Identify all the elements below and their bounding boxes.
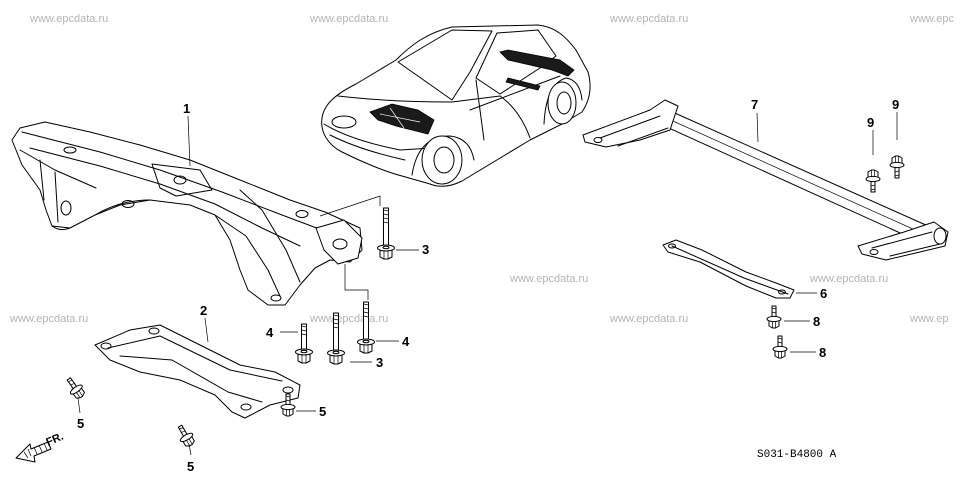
bolt-part-3 [377, 207, 395, 260]
stiffener-hole [148, 327, 160, 335]
stiffener-outline [94, 324, 301, 419]
subframe-mount-hole [173, 175, 187, 185]
callout-part-9: 9 [867, 115, 874, 130]
watermark: www.epcdata.ru [809, 273, 888, 285]
watermark: www.epcdata.ru [509, 273, 588, 285]
front-direction-arrow: FR. [15, 431, 65, 463]
callout-part-6: 6 [820, 286, 827, 301]
callout-part-5: 5 [77, 416, 84, 431]
callout-part-5: 5 [187, 459, 194, 474]
car-windshield [397, 29, 493, 101]
rear-bar-tube [659, 109, 929, 243]
subframe-mount-hole [295, 210, 309, 218]
front-label: FR. [44, 431, 65, 449]
callout-part-3: 3 [376, 355, 383, 370]
watermark: www.epcdata.ru [9, 313, 88, 325]
rear-bar-hole [593, 137, 603, 143]
rear-bar-left-bracket [582, 99, 679, 148]
watermark: www.epcdata.ru [309, 13, 388, 25]
watermark: www.epcdata.ru [309, 313, 388, 325]
callout-part-9: 9 [892, 97, 899, 112]
car-reference-illustration [321, 24, 591, 187]
bolt-part-8 [766, 305, 782, 329]
callout-numbers: 1 2 3 3 4 4 5 5 5 6 7 8 8 9 9 [77, 97, 899, 474]
front-arrow-icon [15, 441, 52, 463]
subframe-beam-edge [21, 131, 323, 231]
car-headlight [331, 115, 357, 129]
subframe-mount-hole [63, 146, 77, 154]
bolt-part-5 [62, 374, 88, 402]
stiffener-hole [100, 342, 112, 350]
bolt-part-8 [772, 335, 788, 359]
car-body-outline [321, 24, 591, 187]
rail-hole [778, 289, 786, 295]
diagram-code: S031-B4800 A [757, 449, 837, 461]
car-rear-wheel-hub [556, 91, 572, 115]
callout-part-7: 7 [751, 97, 758, 112]
subframe-left-tower [19, 149, 97, 223]
car-rear-wheel-arch [543, 77, 583, 125]
rear-bar-right-bracket [857, 221, 949, 261]
watermark: www.epcdata.ru [609, 313, 688, 325]
rear-bar-hole [869, 249, 879, 255]
callout-part-3: 3 [422, 242, 429, 257]
rear-rail-part-6 [662, 239, 795, 299]
callout-leaders [77, 112, 898, 456]
subframe-mount-hole [332, 238, 348, 250]
callout-part-5: 5 [319, 404, 326, 419]
bolt-part-4 [295, 323, 313, 364]
bolt-part-9 [889, 155, 905, 179]
stiffener-hole [282, 386, 294, 394]
car-side-window [475, 29, 557, 95]
stiffener-rib [119, 355, 263, 403]
car-front-wheel [421, 135, 463, 185]
rail-outline [662, 239, 795, 299]
car-door-line [475, 79, 531, 141]
fastener-leader-line [319, 195, 381, 217]
subframe-center-web [214, 189, 301, 297]
car-rear-bar-highlight [505, 77, 541, 91]
car-front-bumper [323, 123, 433, 161]
watermark: www.epc [909, 13, 955, 25]
subframe-mount-hole [60, 200, 72, 216]
bolt-part-5 [173, 422, 198, 450]
bolt-part-4 [357, 301, 375, 354]
watermark: www.epcdata.ru [609, 13, 688, 25]
callout-part-4: 4 [402, 334, 410, 349]
subframe-right-bracket [315, 219, 363, 265]
car-hood-line [337, 75, 561, 111]
rear-bar-end-cap [933, 227, 947, 245]
car-front-subframe-highlight [369, 103, 435, 135]
rail-hole [668, 243, 676, 249]
callout-part-2: 2 [200, 303, 207, 318]
callout-part-4: 4 [266, 325, 274, 340]
front-stiffener-part-2 [94, 324, 301, 419]
car-rear-wheel [547, 81, 577, 125]
rear-bar-part-7 [582, 99, 949, 261]
car-front-wheel-arch [411, 135, 475, 176]
callout-part-8: 8 [819, 345, 826, 360]
subframe-engine-mount [151, 163, 213, 197]
subframe-flange [51, 199, 151, 231]
front-subframe-part-1 [11, 121, 363, 306]
callout-part-8: 8 [813, 314, 820, 329]
watermark: www.ep [909, 313, 949, 325]
callout-part-1: 1 [183, 101, 190, 116]
car-front-wheel-hub [433, 146, 455, 174]
car-rear-stiffener-highlight [499, 49, 575, 77]
watermark: www.epcdata.ru [29, 13, 108, 25]
bolt-part-9 [865, 169, 881, 193]
stiffener-rib [107, 335, 283, 382]
fastener-leader-line [344, 264, 369, 300]
stiffener-hole [240, 403, 252, 411]
subframe-mount-hole [270, 294, 282, 302]
